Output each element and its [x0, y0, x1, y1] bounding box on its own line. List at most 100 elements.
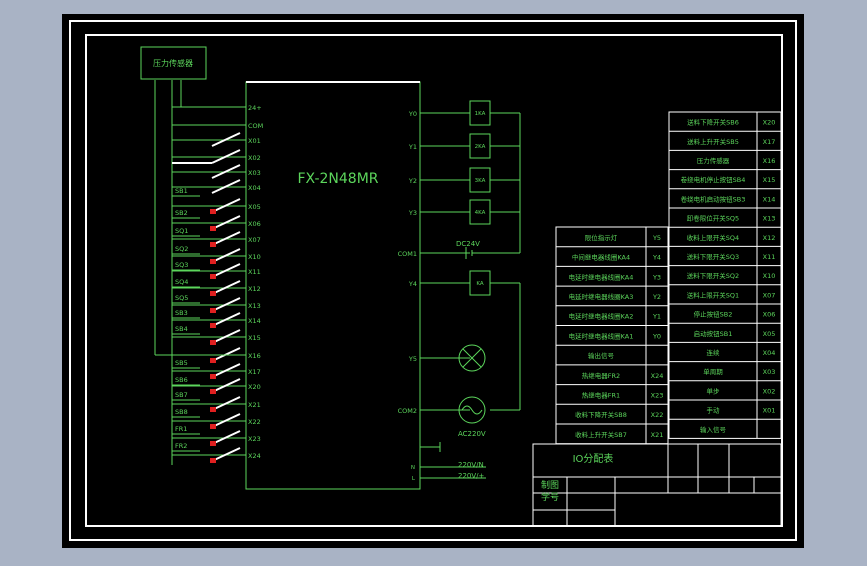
plc-input-wiring: 24+COMX01X02X03X04X05X06X07X10X11X12X13X…	[154, 80, 263, 465]
input-table-desc: 送料上升开关SB5	[687, 137, 739, 146]
switch-contact	[211, 430, 241, 445]
input-table-desc: 卷绕电机停止按钮SB4	[681, 175, 746, 184]
inner-border	[85, 34, 783, 527]
switch-marker	[210, 424, 216, 429]
input-table-addr: X14	[763, 195, 776, 203]
input-table-desc: 卷绕电机启动按钮SB3	[681, 194, 746, 203]
switch-contact	[211, 132, 241, 147]
input-table-desc: 启动按钮SB1	[694, 329, 733, 338]
output-table-desc: 中间继电器线圈KA4	[572, 253, 630, 262]
output-table-desc: 收料上升开关SB7	[575, 430, 627, 439]
switch-contact	[211, 363, 241, 378]
plc-input-terminal: 24+	[248, 104, 262, 112]
switch-marker	[210, 407, 216, 412]
output-table-desc: 电延时继电器线圈KA3	[569, 292, 634, 301]
switch-contact	[211, 164, 241, 179]
switch-marker	[210, 226, 216, 231]
plc-input-terminal: X07	[248, 236, 261, 244]
switch-contact	[211, 297, 241, 312]
indicator-lamp-icon	[462, 348, 482, 368]
output-table-desc: 电延时继电器线圈KA1	[569, 331, 634, 340]
field-input-label: SB6	[175, 376, 188, 384]
input-table-addr: X02	[763, 387, 776, 395]
plc-input-terminal: X21	[248, 401, 261, 409]
plc-input-terminal: X13	[248, 302, 261, 310]
switch-marker	[210, 291, 216, 296]
field-input-label: SB2	[175, 209, 188, 217]
output-table-addr: X22	[651, 411, 664, 419]
switch-marker	[210, 458, 216, 463]
relay-label: KA	[476, 281, 484, 287]
field-input-label: SQ2	[175, 245, 188, 253]
plc-input-terminal: X11	[248, 268, 261, 276]
output-table-addr: Y2	[652, 293, 661, 301]
field-input-label: SB7	[175, 391, 188, 399]
input-table-desc: 单周期	[703, 367, 723, 376]
plc-input-terminal: X02	[248, 154, 261, 162]
field-input-label: SB8	[175, 408, 188, 416]
input-table-addr: X15	[763, 176, 776, 184]
input-table-desc: 停止按钮SB2	[694, 310, 733, 319]
output-table-desc: 电延时继电器线圈KA2	[569, 312, 634, 321]
plc-input-terminal: X10	[248, 253, 261, 261]
plc-output-terminal: COM1	[398, 250, 417, 258]
input-table-addr: X17	[763, 138, 776, 146]
plc-input-terminal: X03	[248, 169, 261, 177]
field-input-label: FR1	[175, 425, 187, 433]
power-n-label: 220V/N	[458, 461, 484, 469]
plc-input-terminal: X20	[248, 383, 261, 391]
switch-marker	[210, 389, 216, 394]
switch-marker	[210, 340, 216, 345]
plc-power-terminal: N	[411, 465, 415, 471]
output-table-addr: X21	[651, 431, 664, 439]
field-input-label: SB5	[175, 359, 188, 367]
switch-contact	[211, 215, 241, 230]
output-table-desc: 热继电器FR1	[582, 390, 620, 399]
switch-contact	[211, 248, 241, 263]
switch-contact	[211, 280, 241, 295]
plc-input-terminal: X22	[248, 418, 261, 426]
input-table-desc: 送料下限开关SQ2	[687, 271, 739, 280]
switch-marker	[210, 259, 216, 264]
field-input-label: SQ4	[175, 278, 188, 286]
title-block-drawn-by: 制图	[541, 479, 559, 491]
input-table-addr: X03	[763, 368, 776, 376]
output-table-addr: Y3	[652, 273, 661, 281]
switch-marker	[210, 209, 216, 214]
plc-output-terminal: Y1	[408, 143, 417, 151]
plc-input-terminal: X12	[248, 285, 261, 293]
switch-marker	[210, 308, 216, 313]
switch-contact	[211, 396, 241, 411]
output-table-addr: Y1	[652, 313, 661, 321]
input-table-desc: 送料上限开关SQ1	[687, 290, 739, 299]
switch-marker	[210, 441, 216, 446]
relay-label: 3KA	[475, 178, 486, 184]
plc-model: FX-2N48MR	[298, 171, 379, 187]
input-table-addr: X04	[763, 349, 776, 357]
plc-input-terminal: COM	[248, 122, 263, 130]
plc-input-terminal: X04	[248, 184, 261, 192]
input-table-desc: 收料上限开关SQ4	[687, 233, 739, 242]
switch-contact	[211, 312, 241, 327]
output-table-desc: 热继电器FR2	[582, 371, 620, 380]
output-table-addr: Y5	[652, 234, 661, 242]
relay-label: 4KA	[475, 210, 486, 216]
pressure-sensor-box	[140, 46, 207, 80]
output-table-desc: 收料下降开关SB8	[575, 410, 627, 419]
output-table-desc: 输出信号	[588, 351, 615, 360]
output-table-desc: 限位指示灯	[585, 233, 618, 242]
input-table-desc: 输入信号	[700, 425, 727, 434]
plc-output-terminal: Y4	[408, 280, 417, 288]
input-table-frame	[668, 111, 782, 439]
switch-contact	[211, 413, 241, 428]
ac-source-icon	[458, 396, 486, 424]
input-table-addr: X20	[763, 119, 776, 127]
switch-contact	[211, 263, 241, 278]
field-input-label: SQ1	[175, 227, 188, 235]
field-input-label: SQ3	[175, 261, 188, 269]
input-table-desc: 压力传感器	[697, 156, 730, 165]
drawing-background	[62, 14, 804, 548]
switch-contact	[211, 149, 241, 164]
switch-marker	[210, 374, 216, 379]
